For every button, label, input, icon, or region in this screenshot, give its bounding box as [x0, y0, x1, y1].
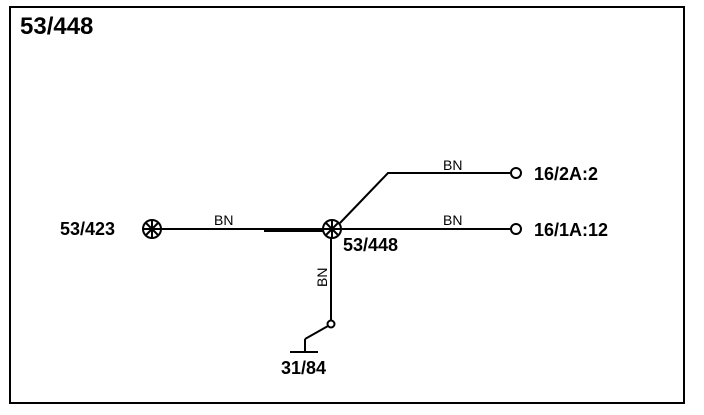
wire-label-3: BN [443, 212, 462, 228]
splice-icon [142, 219, 162, 239]
terminal-icon [510, 223, 522, 235]
wire-label-2: BN [443, 157, 462, 173]
node-label-31-84: 31/84 [281, 358, 326, 378]
diagram-border [9, 6, 685, 404]
diagram-title: 53/448 [20, 13, 93, 40]
chassis-ground-icon [290, 319, 336, 353]
wire-label-4: BN [314, 268, 330, 287]
node-label-16-1a-12: 16/1A:12 [534, 220, 608, 240]
terminal-icon [510, 167, 522, 179]
node-label-16-2a-2: 16/2A:2 [534, 164, 598, 184]
node-label-53-448: 53/448 [343, 235, 398, 255]
node-label-53-423: 53/423 [60, 219, 115, 239]
splice-icon [322, 219, 342, 239]
wire-label-1: BN [214, 212, 233, 228]
wire-53-448-to-16-2a-2 [339, 172, 510, 224]
